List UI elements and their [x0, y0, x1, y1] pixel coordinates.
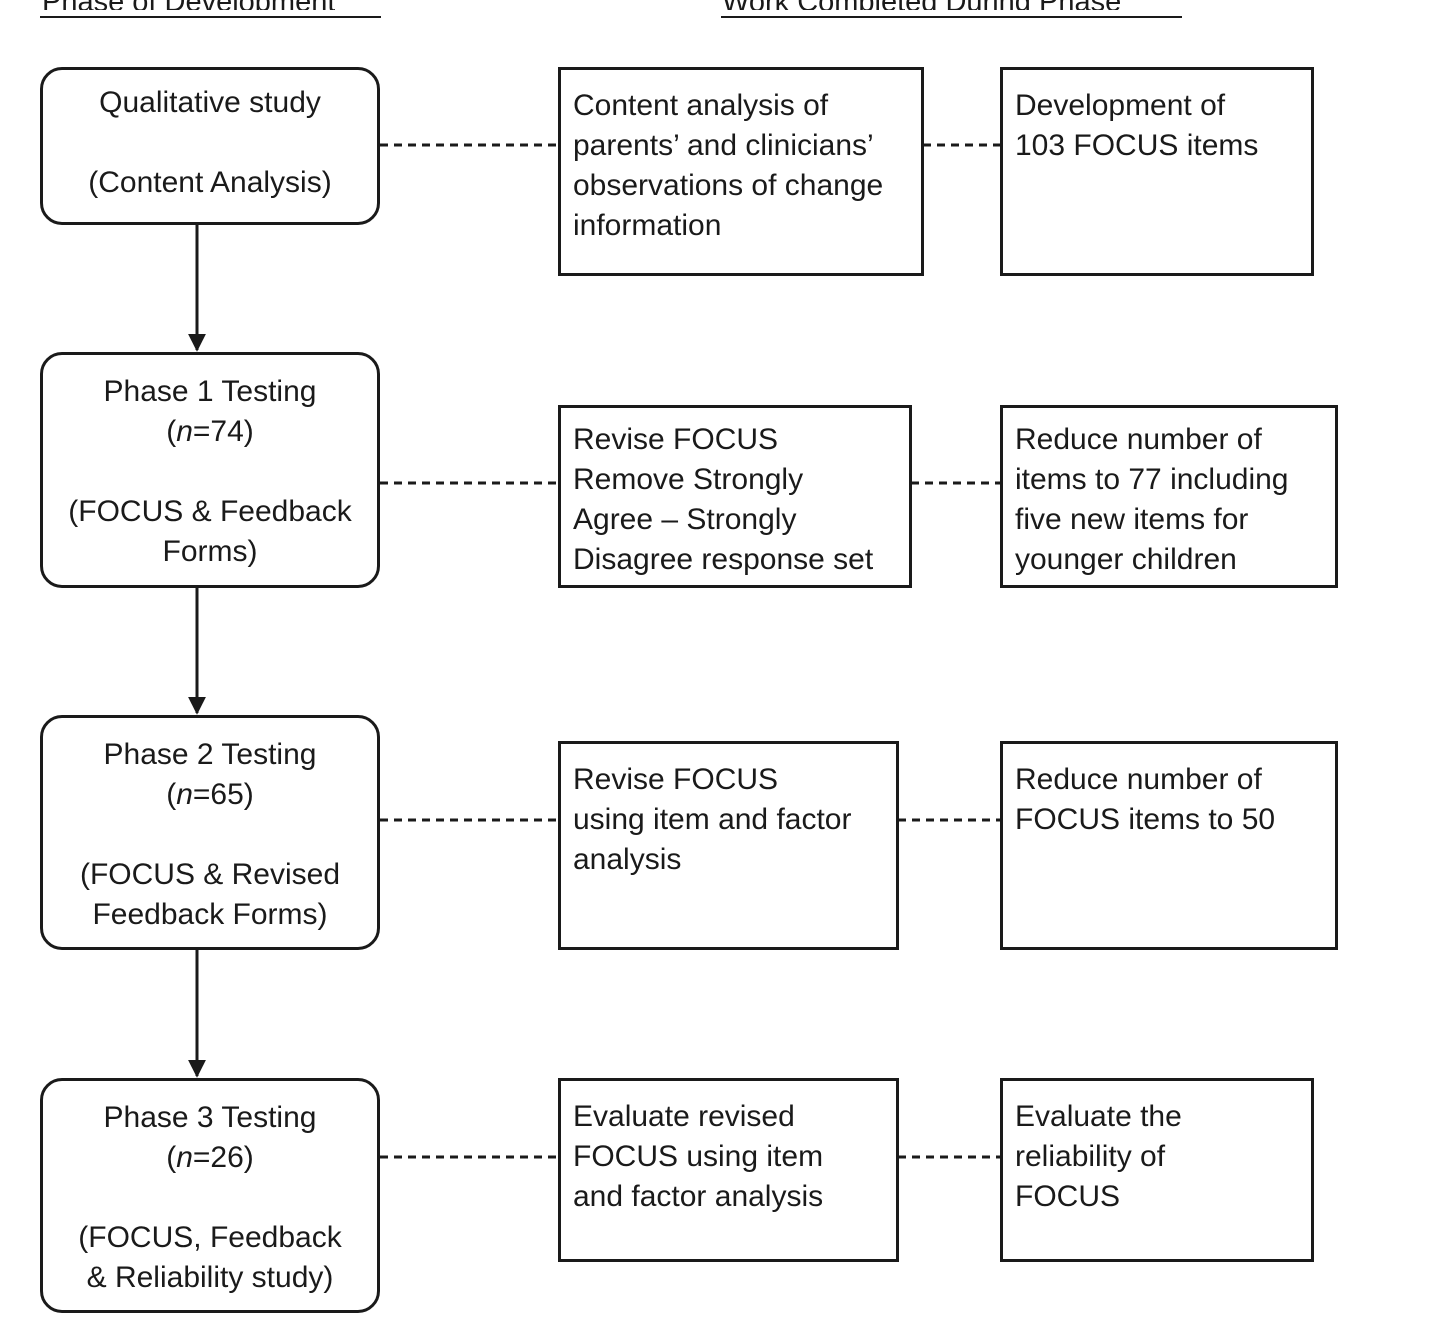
phase-title: Phase 3 Testing [103, 1101, 317, 1134]
work-line: Revise FOCUS [573, 423, 779, 456]
outcome-line: Reduce number of [1015, 423, 1262, 456]
header-work-completed: Work Completed During Phase [722, 0, 1121, 10]
header-phase-of-development: Phase of Development [42, 0, 335, 10]
phase-detail: Feedback Forms) [92, 898, 328, 931]
outcome-box-reliability: Evaluate the reliability of FOCUS [1000, 1078, 1314, 1262]
phase-box-phase2-testing: Phase 2 Testing (n=65) (FOCUS & Revised … [40, 715, 380, 950]
outcome-line: items to 77 including [1015, 463, 1289, 496]
outcome-line: Evaluate the [1015, 1100, 1182, 1133]
work-box-revise-focus: Revise FOCUS Remove Strongly Agree – Str… [558, 405, 912, 588]
work-line: Revise FOCUS [573, 763, 779, 796]
phase-sample-size: (n=65) [166, 778, 254, 811]
phase-spacer [43, 452, 377, 492]
work-line: Agree – Strongly [573, 503, 797, 536]
work-box-evaluate-revised: Evaluate revised FOCUS using item and fa… [558, 1078, 899, 1262]
work-box-content-analysis: Content analysis of parents’ and clinici… [558, 67, 924, 276]
phase-detail: & Reliability study) [86, 1261, 334, 1294]
outcome-line: younger children [1015, 543, 1237, 576]
phase-sample-size: (n=26) [166, 1141, 254, 1174]
work-line: observations of change [573, 169, 884, 202]
outcome-line: reliability of [1015, 1140, 1166, 1173]
outcome-box-reduce-50: Reduce number of FOCUS items to 50 [1000, 741, 1338, 950]
phase-spacer [43, 1178, 377, 1218]
work-line: FOCUS using item [573, 1140, 824, 1173]
work-line: Disagree response set [573, 543, 874, 576]
work-box-item-factor-analysis: Revise FOCUS using item and factor analy… [558, 741, 899, 950]
outcome-line: Development of [1015, 89, 1226, 122]
phase-title: Qualitative study [99, 86, 321, 119]
outcome-box-reduce-77: Reduce number of items to 77 including f… [1000, 405, 1338, 588]
phase-title: Phase 1 Testing [103, 375, 317, 408]
work-line: parents’ and clinicians’ [573, 129, 874, 162]
outcome-line: Reduce number of [1015, 763, 1262, 796]
phase-detail: (Content Analysis) [88, 166, 332, 199]
outcome-line: FOCUS [1015, 1180, 1120, 1213]
work-line: Evaluate revised [573, 1100, 795, 1133]
outcome-line: FOCUS items to 50 [1015, 803, 1276, 836]
phase-title: Phase 2 Testing [103, 738, 317, 771]
work-line: information [573, 209, 722, 242]
work-line: using item and factor [573, 803, 852, 836]
header-phase-underline [40, 16, 381, 18]
outcome-line: 103 FOCUS items [1015, 129, 1259, 162]
outcome-line: five new items for [1015, 503, 1249, 536]
phase-spacer [43, 123, 377, 163]
phase-box-phase1-testing: Phase 1 Testing (n=74) (FOCUS & Feedback… [40, 352, 380, 588]
work-line: Content analysis of [573, 89, 829, 122]
work-line: analysis [573, 843, 682, 876]
outcome-box-development: Development of 103 FOCUS items [1000, 67, 1314, 276]
phase-box-qualitative-study: Qualitative study (Content Analysis) [40, 67, 380, 225]
phase-sample-size: (n=74) [166, 415, 254, 448]
phase-box-phase3-testing: Phase 3 Testing (n=26) (FOCUS, Feedback … [40, 1078, 380, 1313]
header-work-underline [721, 16, 1182, 18]
work-line: Remove Strongly [573, 463, 804, 496]
phase-detail: Forms) [162, 535, 258, 568]
phase-spacer [43, 815, 377, 855]
phase-detail: (FOCUS & Feedback [68, 495, 352, 528]
phase-detail: (FOCUS & Revised [79, 858, 341, 891]
work-line: and factor analysis [573, 1180, 824, 1213]
phase-detail: (FOCUS, Feedback [78, 1221, 342, 1254]
